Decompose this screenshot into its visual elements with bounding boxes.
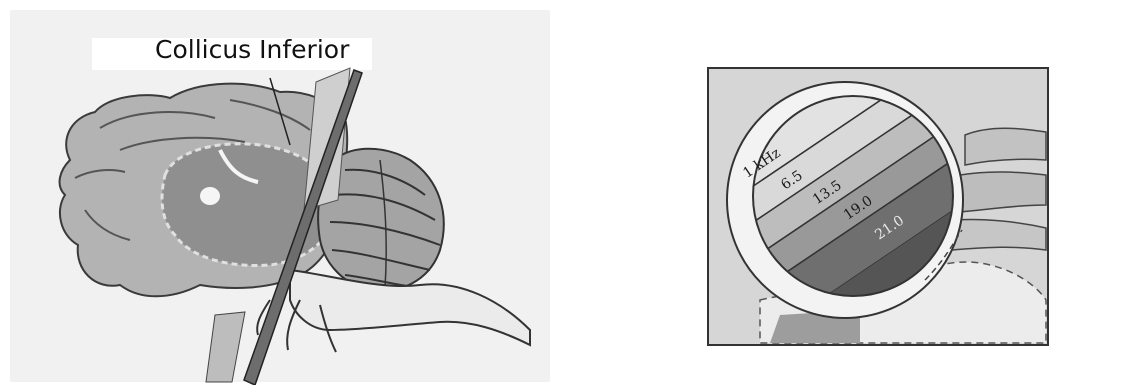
left-panel: Collicus Inferior bbox=[10, 10, 550, 385]
right-structure-mid bbox=[958, 172, 1046, 212]
collicus-inferior-label: Collicus Inferior bbox=[155, 35, 350, 64]
white-patch bbox=[200, 187, 220, 205]
right-structure-top bbox=[965, 128, 1046, 165]
right-panel: 1 kHz 6.5 13.5 19.0 21.0 bbox=[672, 15, 1048, 377]
